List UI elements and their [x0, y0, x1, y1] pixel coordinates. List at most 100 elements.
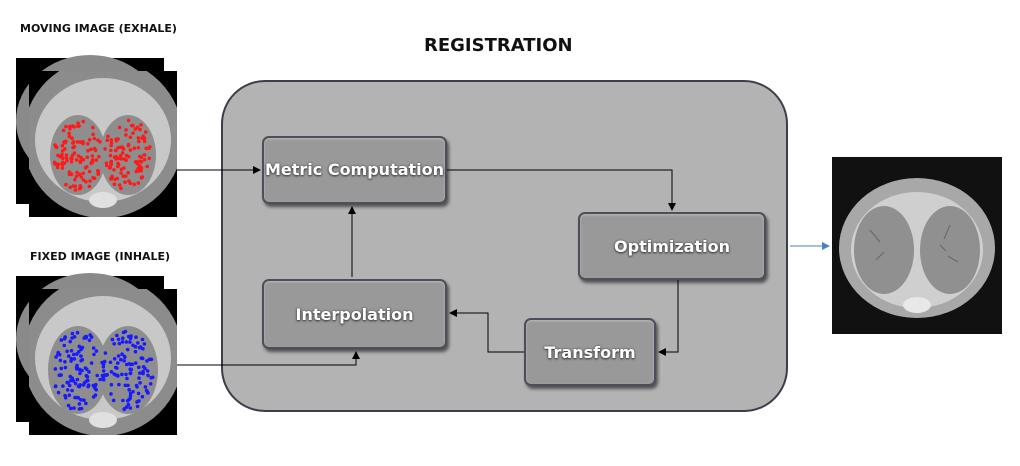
landmark-dot [145, 369, 150, 373]
landmark-dot [114, 157, 119, 161]
landmark-dot [62, 343, 67, 348]
landmark-dot [109, 138, 114, 142]
landmark-dot [63, 360, 67, 364]
landmark-dot [91, 346, 96, 350]
registration-title: REGISTRATION [424, 35, 573, 56]
landmark-dot [71, 145, 75, 150]
landmark-dot [77, 402, 82, 406]
landmark-dot [53, 367, 58, 371]
landmark-dot [131, 389, 135, 394]
landmark-dot [127, 179, 131, 183]
landmark-dot [58, 358, 63, 363]
landmark-dot [137, 365, 141, 370]
landmark-dot [84, 179, 88, 184]
landmark-dot [121, 330, 126, 335]
landmark-dot [117, 183, 122, 187]
landmark-dot [63, 140, 68, 144]
landmark-dot [128, 135, 133, 139]
landmark-dot [122, 166, 126, 170]
landmark-dot [142, 157, 147, 162]
landmark-dot [72, 352, 76, 357]
landmark-dot [74, 366, 79, 371]
arrow-fixed-to-interpolation [177, 351, 360, 366]
landmark-dot [136, 391, 141, 396]
landmark-dot [128, 148, 133, 152]
landmark-dot [101, 369, 106, 373]
landmark-dot [98, 377, 102, 382]
landmark-dot [120, 352, 124, 357]
landmark-dot [147, 146, 151, 150]
landmark-dot [59, 366, 64, 371]
landmark-dot [56, 162, 61, 167]
landmark-dot [114, 137, 118, 142]
landmark-dot [120, 340, 125, 344]
landmark-dot [65, 349, 69, 354]
landmark-dot [61, 384, 65, 388]
landmark-dot [63, 393, 67, 398]
landmark-dot [78, 184, 82, 188]
landmark-dot [53, 384, 58, 389]
landmark-dot [131, 131, 135, 135]
landmark-dot [72, 125, 76, 129]
landmark-dot [86, 142, 90, 146]
landmark-dot [136, 145, 141, 150]
moving-image [16, 55, 177, 217]
landmark-dot [138, 371, 142, 375]
landmark-dot [119, 171, 123, 175]
landmark-dot [78, 159, 83, 163]
landmark-dot [78, 371, 82, 376]
landmark-dot [90, 154, 95, 158]
landmark-dot [129, 367, 133, 372]
landmark-dot [121, 147, 126, 151]
landmark-dot [77, 344, 82, 349]
landmark-dot [116, 337, 121, 342]
landmark-dot [60, 156, 65, 160]
landmark-dot [75, 170, 79, 175]
landmark-dot [91, 132, 95, 137]
landmark-dot [70, 153, 75, 158]
moving-image-label: MOVING IMAGE (EXHALE) [20, 22, 177, 35]
landmark-dot [116, 164, 120, 169]
landmark-dot [74, 174, 79, 179]
landmark-dot [138, 154, 142, 159]
landmark-dot [70, 331, 75, 336]
landmark-dot [122, 157, 127, 161]
landmark-dot [104, 161, 109, 165]
landmark-dot [89, 335, 94, 339]
landmark-dot [62, 336, 67, 341]
landmark-dot [87, 338, 92, 343]
landmark-dot [73, 177, 77, 182]
landmark-dot [108, 153, 113, 158]
landmark-dot [146, 391, 150, 395]
landmark-dot [79, 155, 83, 160]
landmark-dot [92, 146, 97, 151]
landmark-dot [79, 347, 83, 352]
landmark-dot [119, 186, 123, 191]
landmark-dot [126, 334, 131, 339]
landmark-dot [125, 376, 129, 381]
landmark-dot [65, 380, 69, 385]
landmark-dot [109, 392, 113, 396]
landmark-dot [96, 172, 100, 176]
landmark-dot [109, 143, 113, 148]
landmark-dot [126, 383, 130, 388]
landmark-dot [114, 373, 118, 377]
landmark-dot [137, 159, 142, 164]
landmark-dot [144, 146, 148, 151]
landmark-dot [127, 388, 131, 392]
arrows [177, 166, 679, 366]
landmark-dot [52, 160, 57, 165]
landmark-dot [148, 382, 153, 386]
landmark-dot [71, 379, 76, 383]
landmark-dot [85, 155, 90, 159]
landmark-dot [123, 383, 128, 388]
landmark-dot [133, 344, 138, 349]
landmark-dot [124, 128, 128, 132]
landmark-dot [136, 181, 141, 185]
landmark-dot [91, 125, 95, 130]
landmark-dot [140, 337, 145, 342]
landmark-dot [67, 131, 71, 136]
landmark-dot [67, 393, 72, 398]
landmark-dot [72, 406, 76, 410]
landmark-dot [94, 382, 98, 387]
